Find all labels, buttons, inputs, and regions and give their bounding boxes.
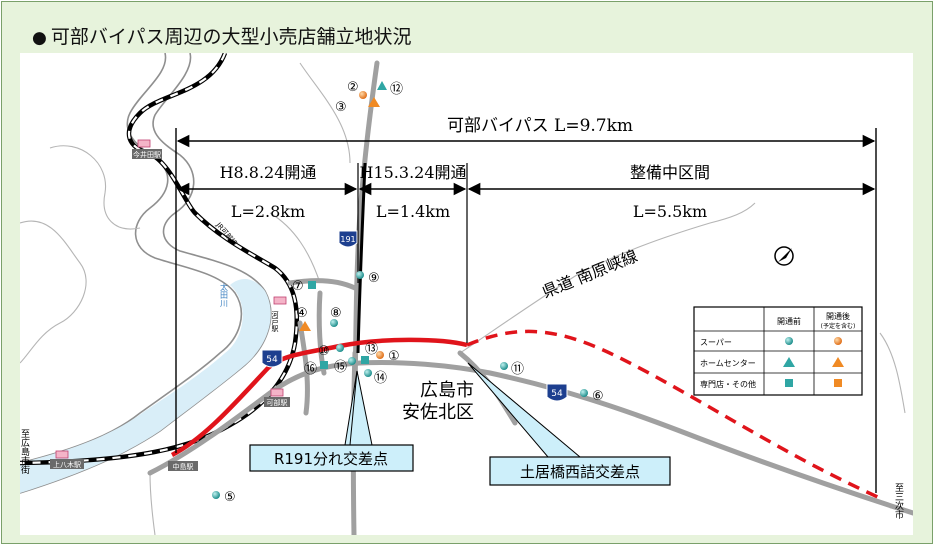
- store-9-label: ⑨: [368, 271, 380, 286]
- map-area: 可部バイパス L=9.7km H8.8.24開通 H15.3.24開通 整備中区…: [20, 53, 913, 535]
- store-1-marker: [376, 351, 384, 359]
- store-4-label: ④: [296, 306, 308, 321]
- store-13-label: ⑬: [365, 342, 378, 357]
- station-imaida: 今井田駅: [132, 139, 162, 159]
- store-markers: ② ③ ⑫ ⑨ ⑦ ④ ⑧ ⑩ ① ⑯ ⑮ ⑬ ⑭ ⑪ ⑥ ⑤: [212, 80, 604, 505]
- store-8-marker: [330, 319, 338, 327]
- section3-length: L=5.5km: [633, 202, 707, 221]
- station-kamiyagi: 上八木駅: [50, 450, 84, 469]
- svg-text:54: 54: [266, 355, 278, 365]
- store-11-marker: [500, 362, 508, 370]
- store-10-marker: [336, 344, 344, 352]
- store-12-marker: [377, 81, 387, 90]
- station-kabe: 可部駅: [264, 388, 290, 407]
- route-shield-54-east: 54: [546, 383, 568, 402]
- svg-text:54: 54: [551, 389, 563, 399]
- store-12-label: ⑫: [390, 82, 403, 97]
- svg-text:今井田駅: 今井田駅: [133, 150, 161, 159]
- store-5-marker: [212, 491, 220, 499]
- station-nakashima: 中島駅: [168, 461, 198, 471]
- store-15-label: ⑮: [334, 360, 347, 375]
- store-7-label: ⑦: [292, 279, 304, 294]
- store-6-label: ⑥: [592, 389, 604, 404]
- dimension-overall: 可部バイパス L=9.7km H8.8.24開通 H15.3.24開通 整備中区…: [175, 111, 877, 493]
- svg-text:中島駅: 中島駅: [173, 462, 194, 471]
- callout-r191-split: R191分れ交差点: [249, 370, 414, 472]
- map-svg: 可部バイパス L=9.7km H8.8.24開通 H15.3.24開通 整備中区…: [20, 53, 913, 535]
- store-9-marker: [356, 271, 364, 279]
- river-body: [20, 279, 271, 493]
- station-kawachi: 河戸駅: [271, 296, 287, 333]
- store-5-label: ⑤: [224, 490, 236, 505]
- svg-text:上八木駅: 上八木駅: [53, 460, 81, 469]
- callout-doihashi: 土居橋西詰交差点: [467, 362, 671, 486]
- river-label: 太田川: [220, 282, 229, 307]
- svg-text:土居橋西詰交差点: 土居橋西詰交差点: [520, 463, 640, 481]
- section3-period: 整備中区間: [630, 163, 710, 182]
- legend-col-after-note: (予定を含む): [821, 322, 856, 330]
- legend-col-before: 開通前: [777, 316, 801, 326]
- svg-text:191: 191: [340, 235, 355, 244]
- route-shield-191: 191: [338, 230, 358, 248]
- store-3-label: ③: [335, 100, 347, 115]
- title-text: 可部バイパス周辺の大型小売店舗立地状況: [50, 26, 412, 48]
- store-7-marker: [308, 281, 316, 289]
- store-2-label: ②: [347, 80, 359, 95]
- legend-col-after: 開通後: [826, 311, 850, 321]
- north-arrow-icon: [774, 246, 794, 266]
- store-8-label: ⑧: [330, 306, 342, 321]
- city-label: 広島市: [420, 380, 474, 401]
- prefectural-road-label: 県道 南原峡線: [539, 246, 640, 301]
- store-16-marker: [320, 361, 328, 369]
- legend-row-super: スーパー: [700, 338, 732, 347]
- section2-length: L=1.4km: [376, 202, 450, 221]
- page-title: ●可部バイパス周辺の大型小売店舗立地状況: [32, 22, 411, 49]
- legend-row-specialty: 専門店・その他: [700, 379, 756, 389]
- bypass-opened: [170, 337, 468, 457]
- section2-period: H15.3.24開通: [359, 163, 466, 182]
- store-1-label: ①: [388, 349, 400, 364]
- section1-length: L=2.8km: [231, 202, 305, 221]
- svg-text:R191分れ交差点: R191分れ交差点: [274, 450, 388, 468]
- store-3-marker: [368, 97, 380, 107]
- svg-text:可部駅: 可部駅: [267, 398, 288, 407]
- store-6-marker: [580, 389, 588, 397]
- overall-label: 可部バイパス L=9.7km: [447, 116, 633, 136]
- store-11-label: ⑪: [511, 362, 524, 377]
- store-15-marker: [348, 357, 356, 365]
- bypass-planned: [466, 329, 881, 500]
- r191-bypass: [356, 162, 367, 354]
- store-14-marker: [364, 369, 372, 377]
- store-16-label: ⑯: [304, 362, 317, 377]
- ward-label: 安佐北区: [402, 402, 474, 423]
- svg-text:河戸駅: 河戸駅: [271, 311, 279, 333]
- route-shield-54-west: 54: [261, 349, 283, 368]
- store-10-label: ⑩: [318, 344, 330, 359]
- to-east-label: 至三次市: [893, 483, 904, 520]
- store-4-marker: [299, 321, 311, 331]
- store-14-label: ⑭: [374, 371, 387, 386]
- legend-row-homecenter: ホームセンター: [700, 359, 756, 368]
- legend: 開通前 開通後 (予定を含む) スーパー ホームセンター 専門店・その他: [693, 306, 863, 396]
- section1-period: H8.8.24開通: [220, 163, 317, 182]
- bullet-icon: ●: [32, 28, 47, 48]
- terrain-lines: [20, 62, 906, 535]
- store-2-marker: [359, 91, 367, 99]
- to-west-label: 至広島市街: [20, 429, 30, 475]
- store-13-marker: [361, 356, 369, 364]
